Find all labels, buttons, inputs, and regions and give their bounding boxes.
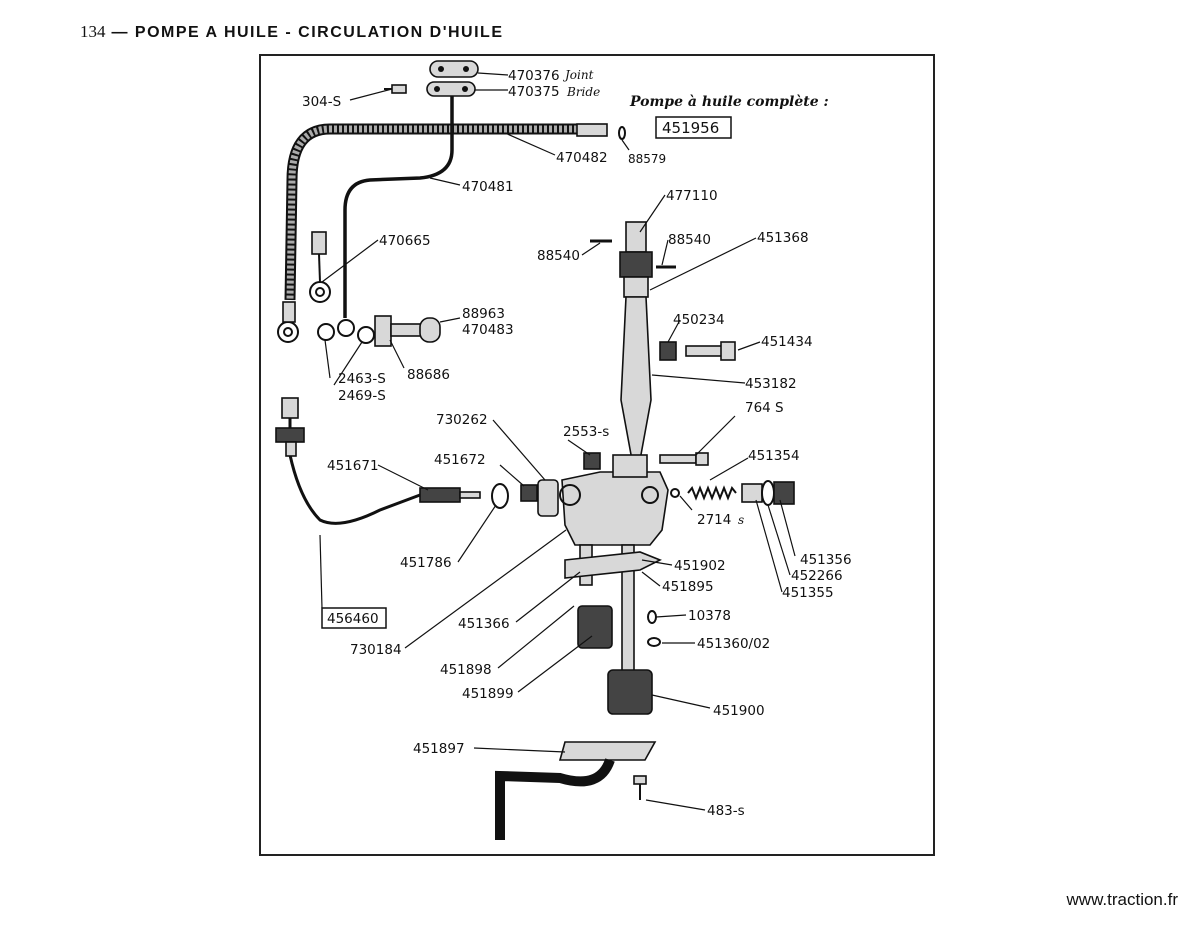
label-470375: 470375 — [508, 84, 560, 100]
assembly-title: Pompe à huile complète : — [629, 94, 829, 110]
gasket-730262 — [537, 479, 559, 517]
label-451899: 451899 — [462, 686, 514, 702]
label-470483: 470483 — [462, 322, 514, 338]
label-bride: Bride — [566, 85, 600, 99]
label-451786: 451786 — [400, 555, 452, 571]
label-470376: 470376 — [508, 68, 560, 84]
nipple-451672 — [520, 484, 538, 502]
label-451900: 451900 — [713, 703, 765, 719]
pins-88540 — [590, 239, 676, 269]
label-451366: 451366 — [458, 616, 510, 632]
rigid-pipe-470481 — [337, 96, 454, 337]
label-451356: 451356 — [800, 552, 852, 568]
clips-10378-451360 — [647, 610, 661, 647]
page-number: 134 — [80, 22, 106, 41]
label-88540-left: 88540 — [537, 248, 580, 264]
label-88540-right: 88540 — [668, 232, 711, 248]
label-451897: 451897 — [413, 741, 465, 757]
label-453182: 453182 — [745, 376, 797, 392]
label-451354: 451354 — [748, 448, 800, 464]
label-88686: 88686 — [407, 367, 450, 383]
gear-451900 — [607, 669, 653, 715]
label-2553s: 2553-s — [563, 424, 609, 440]
label-2714: 2714 — [697, 512, 731, 528]
label-470665: 470665 — [379, 233, 431, 249]
label-451898: 451898 — [440, 662, 492, 678]
braided-hose-470482 — [277, 123, 626, 343]
page-title: — POMPE A HUILE - CIRCULATION D'HUILE — [111, 24, 504, 41]
label-730262: 730262 — [436, 412, 488, 428]
flange-joint — [426, 60, 479, 97]
label-joint: Joint — [562, 68, 594, 82]
diagram-frame — [259, 54, 935, 856]
strainer-451897 — [495, 741, 657, 840]
screw-764s — [659, 452, 709, 466]
label-2714-suffix: s — [738, 513, 744, 527]
gaskets-451902-451895 — [564, 551, 662, 579]
pipe-number-box — [321, 607, 387, 629]
label-450234: 450234 — [673, 312, 725, 328]
pipe-number: 456460 — [327, 611, 379, 627]
label-2469s: 2469-S — [338, 388, 386, 404]
label-451434: 451434 — [761, 334, 813, 350]
label-470482: 470482 — [556, 150, 608, 166]
relief-valve-spring — [670, 480, 795, 506]
label-477110: 477110 — [666, 188, 718, 204]
label-470481: 470481 — [462, 179, 514, 195]
seal-451786 — [491, 483, 509, 509]
oil-pipe-456460 — [275, 397, 481, 525]
label-452266: 452266 — [791, 568, 843, 584]
washers-2463s-2469s — [317, 323, 375, 344]
label-451672: 451672 — [434, 452, 486, 468]
assembly-number: 451956 — [662, 119, 719, 137]
drive-shaft-453182 — [619, 221, 653, 461]
label-88963: 88963 — [462, 306, 505, 322]
nut-2553s — [583, 452, 601, 470]
label-451360-02: 451360/02 — [697, 636, 770, 652]
screw-483s — [633, 775, 647, 800]
label-483s: 483-s — [707, 803, 745, 819]
label-88579: 88579 — [628, 152, 666, 166]
label-10378: 10378 — [688, 608, 731, 624]
label-304s: 304-S — [302, 94, 341, 110]
leader-lines — [319, 72, 796, 811]
label-2463s: 2463-S — [338, 371, 386, 387]
page-header: 134 — POMPE A HUILE - CIRCULATION D'HUIL… — [80, 22, 504, 42]
banjo-union-470665 — [309, 231, 331, 303]
label-451355: 451355 — [782, 585, 834, 601]
label-764s: 764 S — [745, 400, 784, 416]
union-bolt-470483 — [374, 315, 441, 347]
label-451368: 451368 — [757, 230, 809, 246]
label-451895: 451895 — [662, 579, 714, 595]
nut-bolt-450234-451434 — [659, 341, 736, 361]
assembly-number-box — [655, 116, 732, 139]
label-730184: 730184 — [350, 642, 402, 658]
part-labels: 470376 Joint 470375 Bride 304-S 470482 8… — [302, 68, 852, 819]
website-credit: www.traction.fr — [1066, 890, 1178, 909]
screw-304s — [384, 84, 407, 94]
gear-451899 — [577, 605, 613, 649]
label-451671: 451671 — [327, 458, 379, 474]
label-451902: 451902 — [674, 558, 726, 574]
